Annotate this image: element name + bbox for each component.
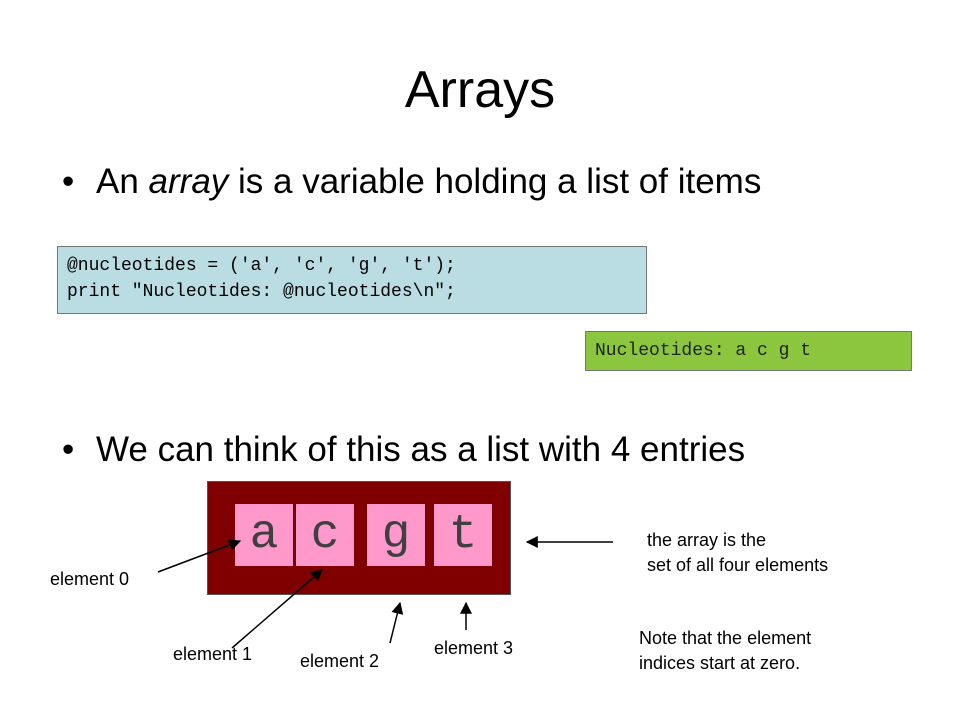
bullet-text-emphasis: array bbox=[148, 162, 229, 201]
code-block: @nucleotides = ('a', 'c', 'g', 't'); prin… bbox=[57, 246, 647, 314]
note-line: indices start at zero. bbox=[639, 653, 801, 673]
label-element-1: element 1 bbox=[173, 644, 253, 664]
index-note: Note that the element indices start at z… bbox=[639, 626, 811, 676]
arrow-element-1 bbox=[231, 569, 323, 649]
array-cell-3: t bbox=[434, 504, 492, 566]
arrow-element-2 bbox=[389, 601, 404, 644]
code-line: print "Nucleotides: @nucleotides\n"; bbox=[67, 282, 456, 302]
bullet-text: An array is a variable holding a list of… bbox=[96, 160, 761, 204]
array-cell-1: c bbox=[296, 504, 354, 566]
note-line: set of all four elements bbox=[647, 555, 829, 575]
bullet-dot: • bbox=[62, 162, 75, 201]
bullet-text: We can think of this as a list with 4 en… bbox=[96, 430, 746, 469]
label-element-0: element 0 bbox=[50, 569, 130, 589]
array-cell-2: g bbox=[367, 504, 425, 566]
note-line: the array is the bbox=[647, 530, 767, 550]
array-note: the array is the set of all four element… bbox=[647, 528, 828, 578]
output-block: Nucleotides: a c g t bbox=[585, 331, 912, 371]
array-cell-0: a bbox=[235, 504, 293, 566]
label-element-2: element 2 bbox=[300, 651, 380, 671]
arrow-element-0 bbox=[157, 539, 242, 573]
bullet-text-end: is a variable holding a list of items bbox=[228, 162, 762, 201]
bullet-text-start: An bbox=[96, 162, 149, 201]
label-element-3: element 3 bbox=[434, 638, 514, 658]
note-line: Note that the element bbox=[639, 628, 812, 648]
bullet-dot: • bbox=[62, 430, 75, 469]
slide-title: Arrays bbox=[404, 61, 556, 119]
code-line: @nucleotides = ('a', 'c', 'g', 't'); bbox=[67, 256, 456, 276]
